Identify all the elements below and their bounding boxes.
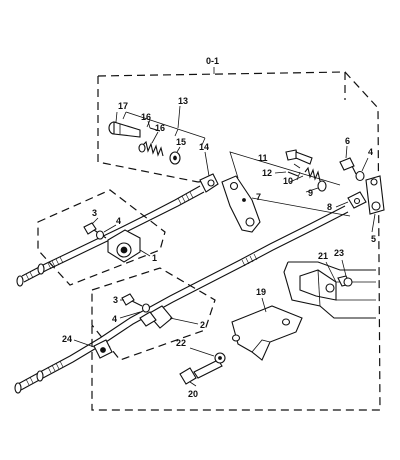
callout-1: 1 xyxy=(152,253,157,263)
callout-16: 16 xyxy=(141,112,151,122)
callout-15: 15 xyxy=(176,137,186,147)
callout-11: 11 xyxy=(258,153,268,163)
upper-right-link xyxy=(339,145,385,233)
callout-8: 8 xyxy=(327,202,332,212)
callout-23: 23 xyxy=(334,248,344,258)
callout-2: 2 xyxy=(200,320,205,330)
callout-22: 22 xyxy=(176,338,186,348)
upper-cable xyxy=(16,151,219,287)
callout-3: 3 xyxy=(113,295,118,305)
callout-5: 5 xyxy=(371,234,376,244)
callout-17: 17 xyxy=(118,101,128,111)
bracket-screw xyxy=(179,347,226,387)
group-label-text: 0-1 xyxy=(206,56,219,66)
cable-clamp-1 xyxy=(83,217,151,263)
linkage-pin-subassembly xyxy=(108,105,206,165)
lower-cable xyxy=(14,205,349,394)
group-label: 0-1 xyxy=(206,56,219,74)
callout-3: 3 xyxy=(92,208,97,218)
clevis-pin xyxy=(108,121,141,138)
callout-4: 4 xyxy=(368,147,373,157)
mounting-bracket xyxy=(231,297,303,361)
callout-10: 10 xyxy=(283,176,293,186)
cable-clamp-2 xyxy=(119,293,199,329)
assembly-boundary xyxy=(37,71,381,411)
callout-19: 19 xyxy=(256,287,266,297)
callout-13: 13 xyxy=(178,96,188,106)
callout-7: 7 xyxy=(256,192,261,202)
callout-14: 14 xyxy=(199,142,209,152)
callout-6: 6 xyxy=(345,136,350,146)
callout-24: 24 xyxy=(62,334,72,344)
callout-16: 16 xyxy=(155,123,165,133)
callout-9: 9 xyxy=(308,188,313,198)
washer xyxy=(169,151,181,165)
callout-4: 4 xyxy=(112,314,117,324)
callout-20: 20 xyxy=(188,389,198,399)
callout-12: 12 xyxy=(262,168,272,178)
lever-assembly xyxy=(221,149,367,233)
callout-21: 21 xyxy=(318,251,328,261)
callout-4: 4 xyxy=(116,216,121,226)
frame-channel xyxy=(283,259,376,319)
spring xyxy=(138,140,164,157)
callout-labels: 1 2 3 3 4 4 4 5 6 7 8 9 10 11 12 13 14 1… xyxy=(62,96,376,399)
